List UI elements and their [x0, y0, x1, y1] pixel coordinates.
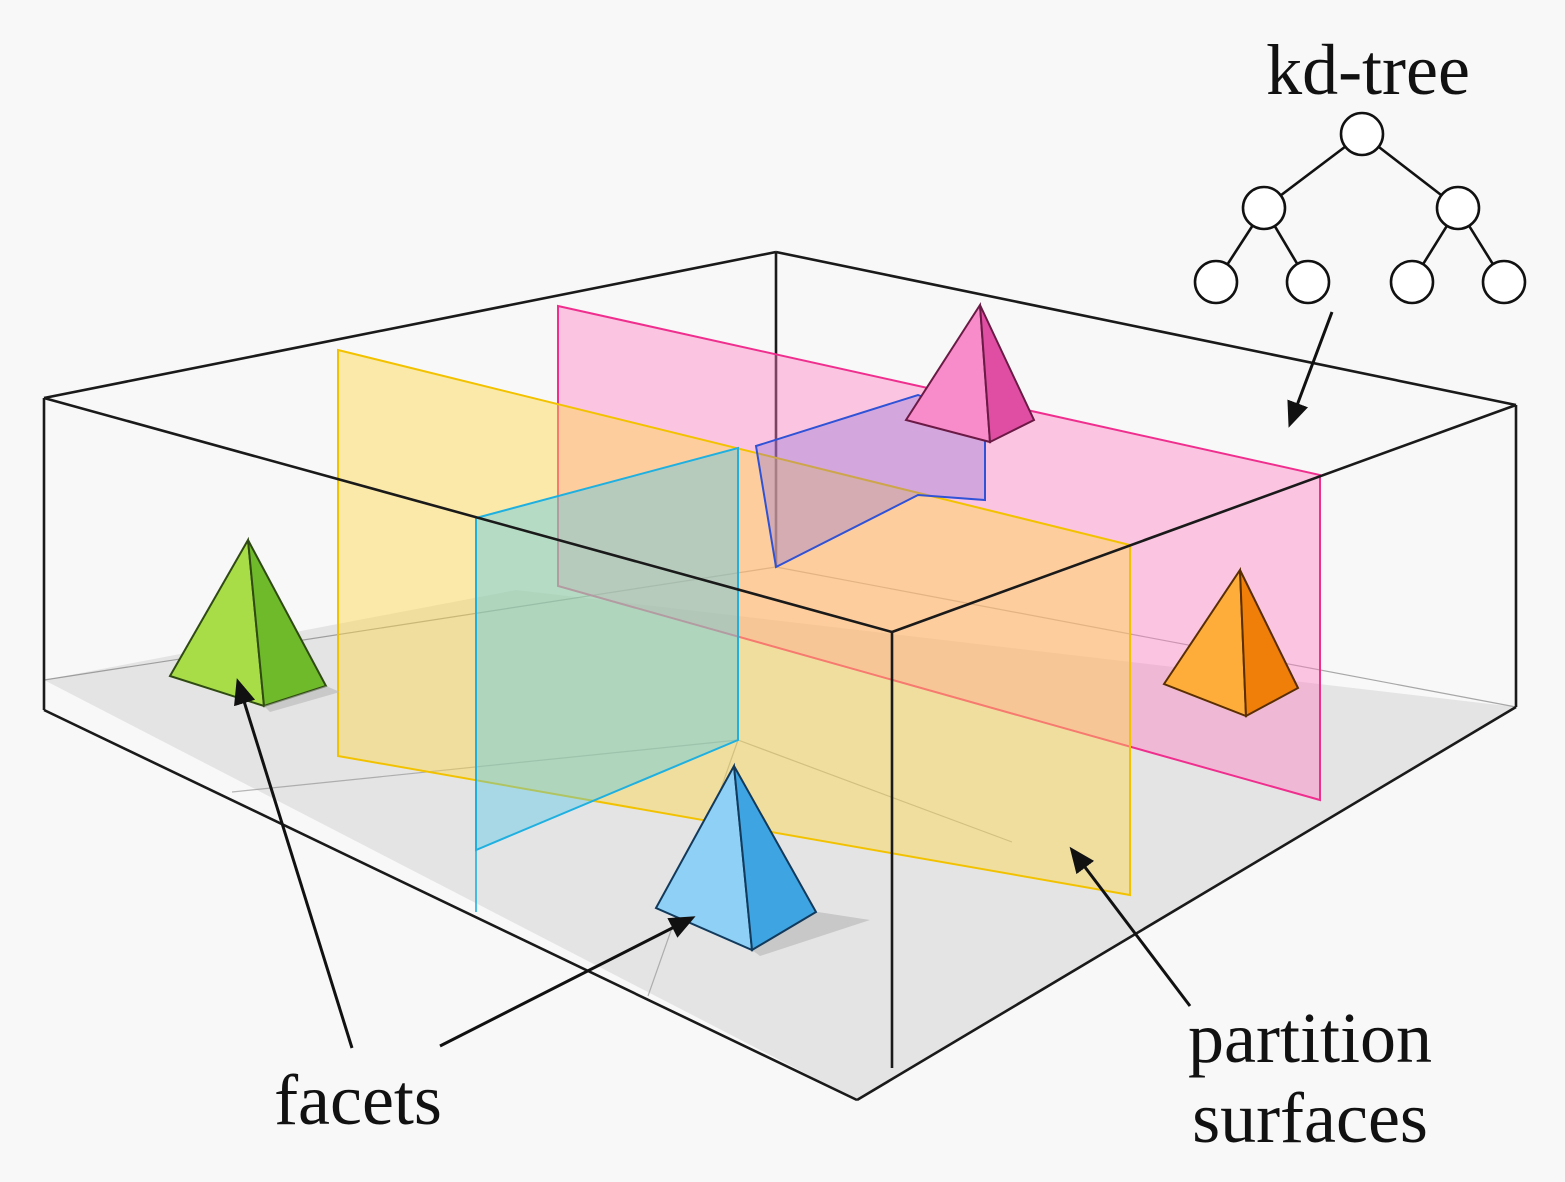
tree-node-leaf [1389, 259, 1435, 305]
partition-label-line1: partition [1188, 998, 1432, 1078]
partition-arrow [1069, 846, 1192, 1007]
kd-tree-arrow [1287, 311, 1334, 428]
tree-node-left [1241, 185, 1287, 231]
yellow-partition-plane [337, 348, 1131, 897]
blue-pyramid-facet [654, 762, 870, 956]
kd-tree-icon [1193, 111, 1527, 305]
green-pyramid-facet [168, 536, 340, 712]
partition-label-line2: surfaces [1192, 1078, 1428, 1158]
facets-arrow-green [234, 678, 354, 1049]
tree-node-leaf [1193, 259, 1239, 305]
facets-label: facets [274, 1060, 442, 1140]
orange-pyramid-facet [1162, 566, 1300, 718]
tree-node-root [1339, 111, 1385, 157]
box-back-edges [43, 250, 1517, 708]
tree-node-right [1435, 185, 1481, 231]
box-floor [44, 590, 1516, 1100]
box-front-edges [42, 396, 1518, 1102]
tree-node-leaf [1481, 259, 1527, 305]
facets-arrow-blue [439, 916, 696, 1048]
plane-overlap-region [754, 393, 986, 569]
cyan-partition-plane [475, 446, 739, 852]
pink-pyramid-facet [904, 301, 1036, 444]
tree-node-leaf [1285, 259, 1331, 305]
kd-tree-label: kd-tree [1266, 30, 1470, 110]
